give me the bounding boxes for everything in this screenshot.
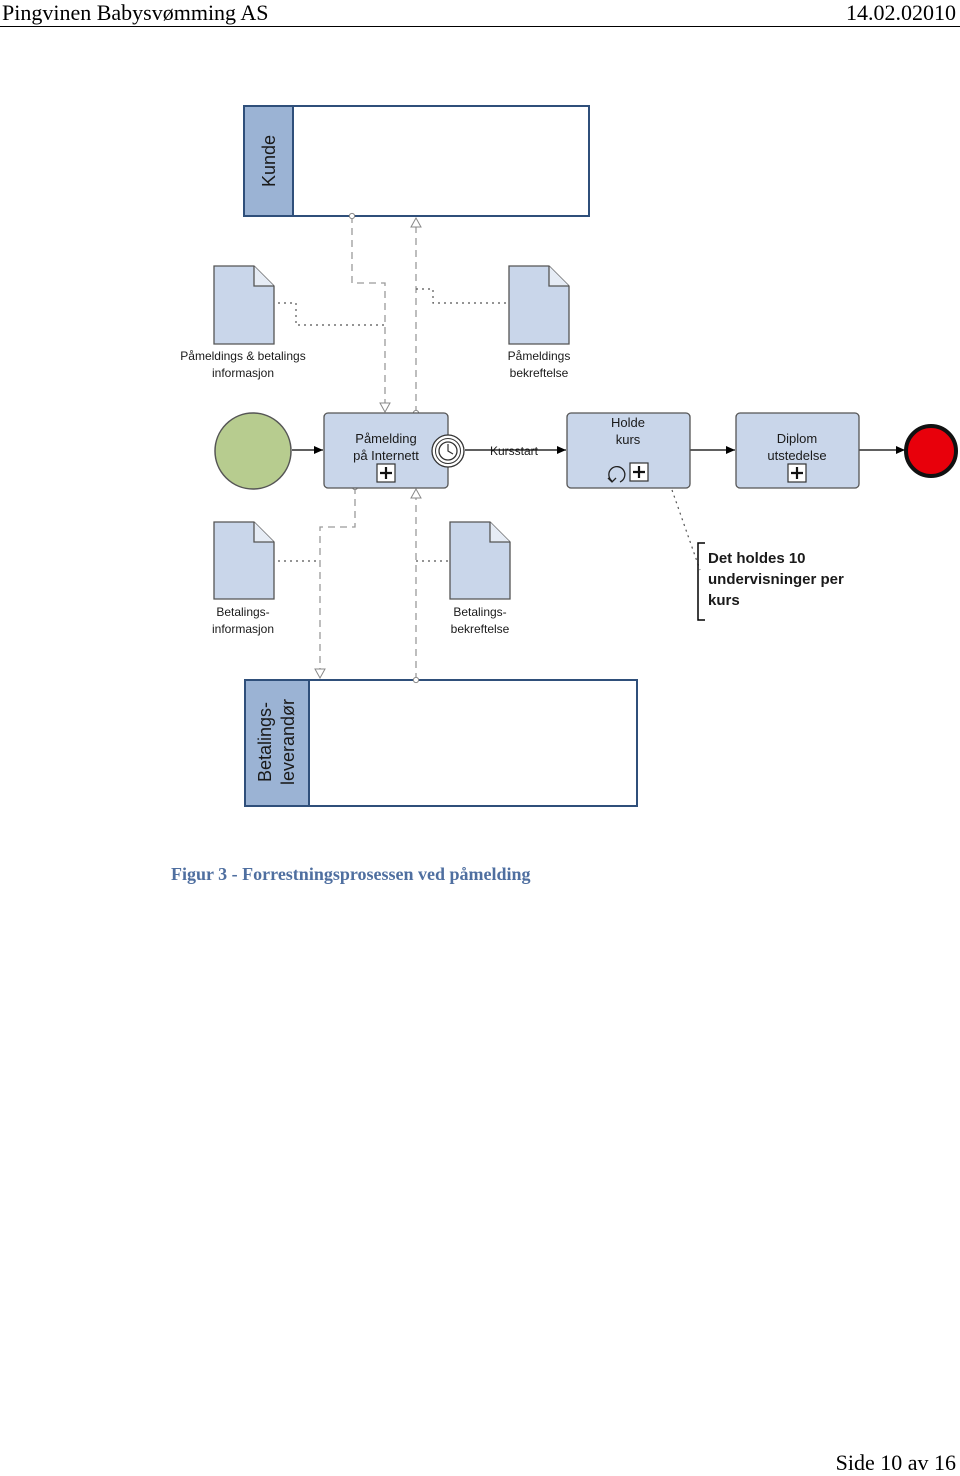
annotation-line-3: kurs — [708, 592, 740, 609]
text-annotation — [697, 542, 705, 621]
data-object-betalings-info-label-1: Betalings- — [216, 605, 269, 619]
data-object-betalings-info — [213, 521, 275, 600]
task-paamelding-label-2: på Internett — [353, 448, 419, 463]
pool-betalings-label-2: leverandør — [278, 699, 298, 785]
task-holde-label-1: Holde — [611, 415, 645, 430]
timer-event-icon — [431, 434, 465, 468]
header-title: Pingvinen Babysvømming AS — [2, 0, 269, 25]
task-diplom-label-1: Diplom — [777, 431, 817, 446]
data-object-paamelding-bekreftelse-label-1: Påmeldings — [508, 349, 571, 363]
task-holde-kurs[interactable]: Holde kurs — [566, 412, 691, 489]
associations — [278, 288, 701, 571]
data-object-betalings-bekreftelse-label-2: bekreftelse — [451, 622, 510, 636]
task-paamelding-label-1: Påmelding — [355, 431, 416, 446]
pool-betalings-label-1: Betalings- — [255, 702, 275, 782]
message-flow-kunde-to-paamelding — [348, 212, 391, 414]
data-object-betalings-bekreftelse-label-1: Betalings- — [453, 605, 506, 619]
figure-caption: Figur 3 - Forrestningsprosessen ved påme… — [171, 864, 531, 884]
subprocess-plus-icon — [787, 463, 807, 483]
association-paamelding-info — [278, 302, 385, 326]
timer-label: Kursstart — [490, 444, 539, 458]
loop-icon — [607, 466, 626, 483]
subprocess-plus-icon — [376, 463, 396, 483]
data-object-betalings-info-label-2: informasjon — [212, 622, 274, 636]
association-annotation — [671, 489, 701, 571]
subprocess-plus-icon — [629, 462, 649, 482]
message-flows — [314, 212, 422, 684]
data-object-paamelding-info-label-2: informasjon — [212, 366, 274, 380]
task-paamelding[interactable]: Påmelding på Internett — [323, 412, 449, 489]
task-diplom[interactable]: Diplom utstedelse — [735, 412, 860, 489]
data-object-betalings-bekreftelse — [449, 521, 511, 600]
data-object-paamelding-bekreftelse-label-2: bekreftelse — [510, 366, 569, 380]
task-diplom-label-2: utstedelse — [767, 448, 826, 463]
end-event — [904, 424, 958, 478]
pool-kunde-label: Kunde — [259, 135, 279, 187]
data-object-paamelding-info — [213, 265, 275, 345]
association-paamelding-bekreftelse — [416, 288, 508, 304]
annotation-line-1: Det holdes 10 — [708, 550, 806, 567]
message-flow-paamelding-to-leverandor — [314, 483, 359, 680]
data-object-paamelding-info-label-1: Påmeldings & betalings — [180, 349, 305, 363]
pool-betalingsleverandor: Betalings- leverandør — [244, 679, 638, 807]
data-object-paamelding-bekreftelse — [508, 265, 570, 345]
pool-kunde: Kunde — [243, 105, 590, 217]
task-holde-label-2: kurs — [616, 432, 641, 447]
page-footer: Side 10 av 16 — [835, 1450, 956, 1475]
header-date: 14.02.02010 — [846, 0, 956, 25]
header-divider — [0, 26, 960, 27]
start-event — [214, 412, 292, 490]
annotation-line-2: undervisninger per — [708, 571, 844, 588]
